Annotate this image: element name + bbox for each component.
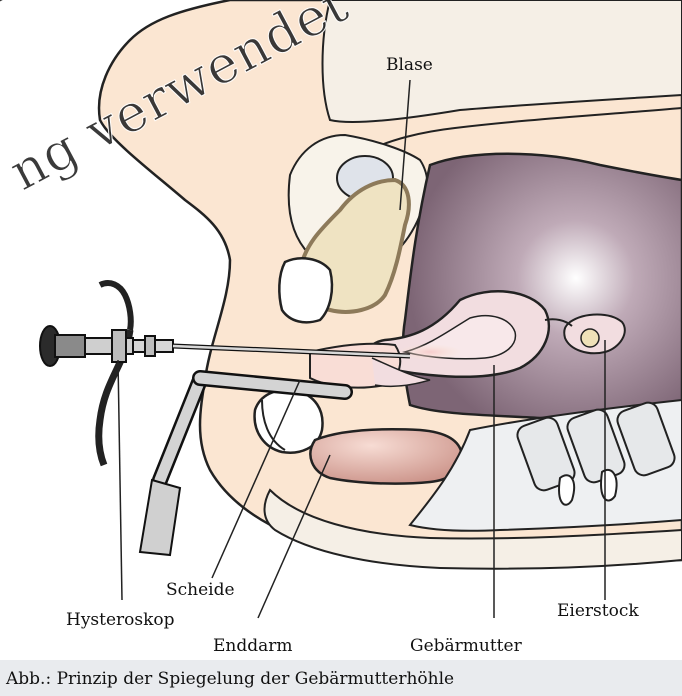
label-enddarm: Enddarm: [213, 638, 293, 655]
label-scheide: Scheide: [166, 582, 235, 599]
uterine-body: [403, 154, 682, 430]
label-gebaermutter: Gebärmutter: [410, 638, 522, 655]
rectum: [310, 429, 462, 483]
label-hysteroskop: Hysteroskop: [66, 612, 175, 629]
label-eierstock: Eierstock: [557, 603, 639, 620]
figure-caption: Abb.: Prinzip der Spiegelung der Gebärmu…: [0, 660, 682, 696]
symphysis: [279, 258, 332, 322]
label-blase: Blase: [386, 57, 433, 74]
